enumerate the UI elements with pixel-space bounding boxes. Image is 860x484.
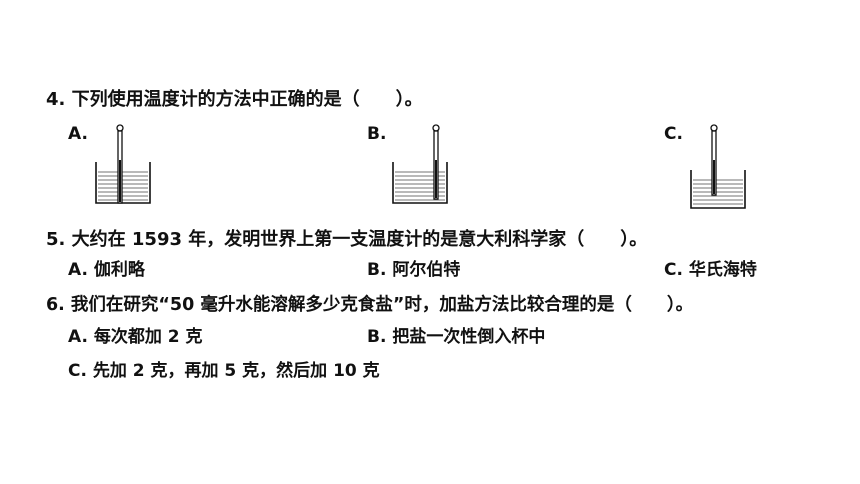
question-4-option-a: A. — [68, 124, 88, 144]
question-6-option-b: B. 把盐一次性倒入杯中 — [367, 327, 546, 347]
question-5: 5. 大约在 1593 年，发明世界上第一支温度计的是意大利科学家（ ）。 — [46, 229, 648, 250]
question-6-option-c: C. 先加 2 克，再加 5 克，然后加 10 克 — [68, 361, 380, 381]
question-5-option-c: C. 华氏海特 — [664, 260, 757, 280]
beaker-thermometer-b-illustration — [392, 124, 448, 204]
question-5-option-b: B. 阿尔伯特 — [367, 260, 461, 280]
question-6: 6. 我们在研究“50 毫升水能溶解多少克食盐”时，加盐方法比较合理的是（ ）。 — [46, 295, 694, 315]
beaker-thermometer-a-illustration — [95, 124, 151, 204]
question-5-option-a: A. 伽利略 — [68, 260, 145, 280]
question-4-option-b: B. — [367, 124, 387, 144]
beaker-thermometer-c-illustration — [690, 124, 746, 209]
question-4-option-c: C. — [664, 124, 683, 144]
question-4: 4. 下列使用温度计的方法中正确的是（ ）。 — [46, 89, 423, 110]
question-6-option-a: A. 每次都加 2 克 — [68, 327, 203, 347]
